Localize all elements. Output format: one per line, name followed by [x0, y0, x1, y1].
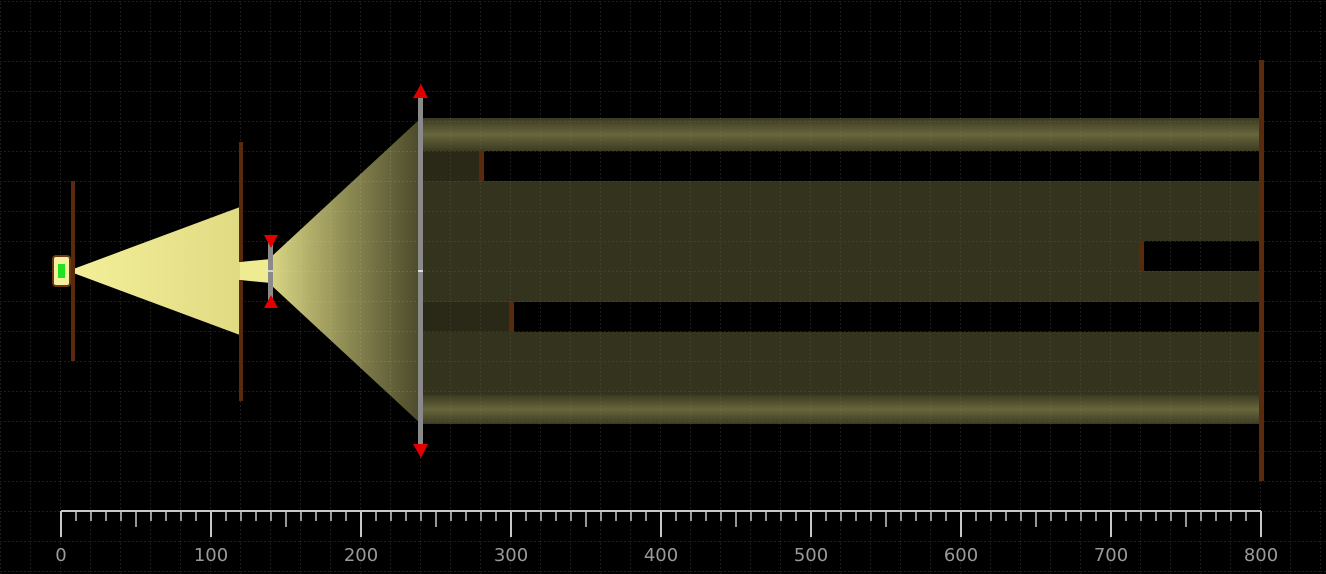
diverging-lens[interactable]: [264, 235, 278, 308]
converging-lens-handle-bottom[interactable]: [413, 444, 428, 458]
beam-band-gap-top-left: [421, 151, 481, 181]
converging-lens-handle-top[interactable]: [413, 84, 428, 98]
distance-ruler: 0 100 200 300 400 500 600 700 800: [55, 510, 1278, 566]
beam-band-middle-upper: [421, 181, 1260, 241]
blocker-near-source[interactable]: [71, 181, 75, 361]
beam-diverging-cone: [271, 118, 421, 424]
ruler-tick-label: 200: [344, 545, 378, 566]
screen-800[interactable]: [1259, 60, 1264, 481]
diverging-lens-handle-top[interactable]: [264, 235, 278, 248]
beam-band-gap-bottom-left: [421, 302, 511, 332]
aperture-blocker-top[interactable]: [239, 142, 243, 262]
beam-band-middle-left: [421, 241, 1140, 271]
ruler-tick-label: 300: [494, 545, 528, 566]
ruler-tick-label: 100: [194, 545, 228, 566]
beam-band-middle-lower: [421, 271, 1260, 302]
converging-lens[interactable]: [413, 84, 428, 458]
aperture-blocker-bottom[interactable]: [239, 280, 243, 401]
diverging-lens-center-mark: [268, 270, 273, 272]
beam-band-bottom-fade: [421, 395, 1260, 424]
ruler-tick-label: 500: [794, 545, 828, 566]
beam-aperture-segment: [240, 259, 271, 283]
blocker-280[interactable]: [479, 151, 484, 181]
beam-parallel: [421, 118, 1260, 424]
blocker-720[interactable]: [1139, 241, 1144, 271]
ruler-tick-label: 0: [55, 545, 66, 566]
beam-source-cone: [68, 207, 240, 335]
ruler-tick-label: 700: [1094, 545, 1128, 566]
laser-source-core: [58, 264, 65, 278]
converging-lens-center-mark: [418, 270, 423, 272]
laser-source[interactable]: [52, 255, 71, 287]
ruler-tick-label: 800: [1244, 545, 1278, 566]
blocker-300[interactable]: [509, 302, 514, 332]
ruler-tick-label: 400: [644, 545, 678, 566]
beam-band-top-fade: [421, 118, 1260, 151]
diverging-lens-handle-bottom[interactable]: [264, 295, 278, 308]
ruler-tick-label: 600: [944, 545, 978, 566]
